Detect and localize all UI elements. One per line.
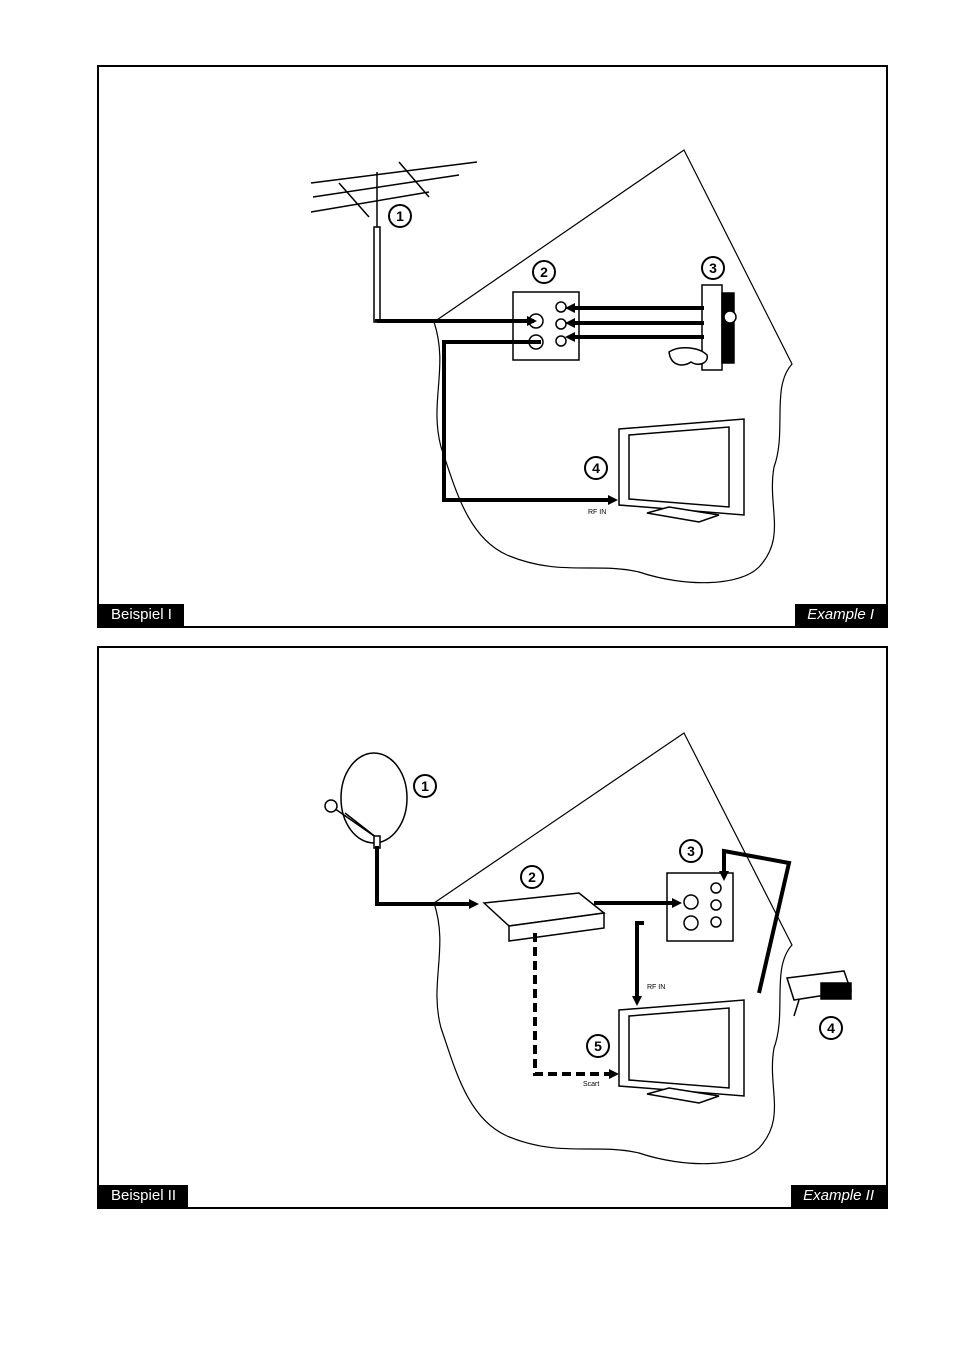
arrowheads	[469, 871, 729, 1079]
cables	[375, 306, 704, 502]
camera-icon	[786, 970, 853, 1017]
console-device-icon	[668, 284, 737, 371]
svg-text:1: 1	[421, 778, 429, 794]
rf-switch-box	[666, 872, 734, 942]
svg-text:4: 4	[592, 460, 600, 476]
callout-1: 1	[413, 774, 437, 798]
callout-4: 4	[584, 456, 608, 480]
rf-in-label: RF IN	[588, 509, 606, 516]
receiver-icon	[482, 892, 606, 942]
tv-icon	[618, 418, 745, 523]
svg-text:1: 1	[396, 208, 404, 224]
callout-1: 1	[388, 204, 412, 228]
callout-2: 2	[532, 260, 556, 284]
antenna-icon	[310, 161, 478, 323]
label-example-1: Example I	[795, 604, 886, 626]
scart-cable	[533, 933, 611, 1076]
callout-5: 5	[586, 1034, 610, 1058]
example-2-diagram: 1 2 3 4 5 RF IN Scart	[324, 732, 853, 1165]
room-outline	[433, 149, 793, 584]
example-1-panel: 1 2 3 4 RF IN Beispiel I Example I	[97, 65, 888, 628]
example-1-diagram: 1 2 3 4 RF IN	[310, 149, 793, 584]
svg-text:3: 3	[687, 843, 695, 859]
callout-3: 3	[701, 256, 725, 280]
label-example-2: Example II	[791, 1185, 886, 1207]
callout-3: 3	[679, 839, 703, 863]
callout-2: 2	[520, 865, 544, 889]
arrowheads	[527, 303, 618, 505]
label-beispiel-1: Beispiel I	[99, 604, 184, 626]
rf-in-label: RF IN	[647, 984, 665, 991]
svg-text:4: 4	[827, 1020, 835, 1036]
svg-text:3: 3	[709, 260, 717, 276]
svg-text:5: 5	[594, 1038, 602, 1054]
svg-text:2: 2	[528, 869, 536, 885]
callout-4: 4	[819, 1016, 843, 1040]
satellite-dish-icon	[324, 752, 408, 849]
example-2-panel: 1 2 3 4 5 RF IN Scart Beispiel II Exampl…	[97, 646, 888, 1209]
label-beispiel-2: Beispiel II	[99, 1185, 189, 1207]
rf-switch-box	[512, 291, 580, 361]
cables	[375, 846, 792, 998]
svg-text:2: 2	[540, 264, 548, 280]
tv-icon	[618, 999, 745, 1104]
scart-label: Scart	[583, 1081, 599, 1088]
room-outline	[433, 732, 793, 1165]
